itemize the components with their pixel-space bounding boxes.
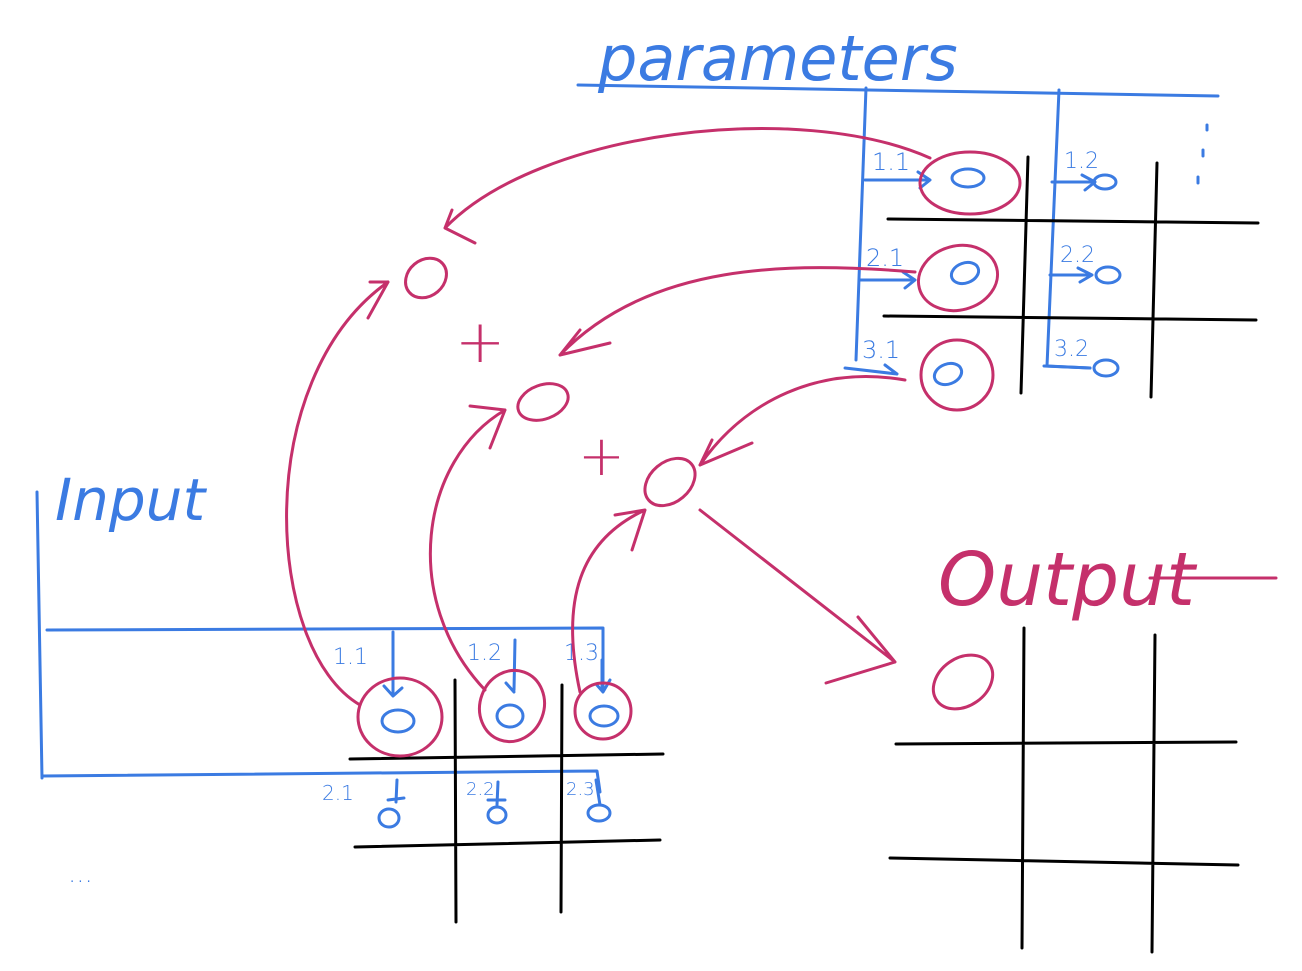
input-bracket-lines [35,490,605,794]
input-value-2-2 [486,805,508,825]
input-value-1-3 [588,704,620,728]
parameters-title: parameters [597,22,958,95]
param-highlight-1-1 [918,150,1022,216]
input-label-2-3: 2.3 [566,779,595,800]
input-label-2-2: 2.2 [466,779,495,800]
output-grid [888,626,1240,954]
input-highlight-1-1 [356,676,444,758]
param-label-1-2: 1.2 [1064,149,1099,174]
param-label-2-1: 2.1 [866,244,904,272]
param-label-2-2: 2.2 [1060,243,1095,268]
computation: + + [285,127,1022,758]
input-label-1-2: 1.2 [467,641,502,666]
input-title: Input [55,466,207,534]
plus-sign-2: + [578,424,625,489]
output-section: Output [888,537,1278,954]
param-value-1-1 [950,167,986,189]
input-value-1-2 [495,703,525,729]
input-label-2-1: 2.1 [322,781,354,805]
arrow-input-1-2 [428,404,507,692]
param-value-2-1 [949,260,981,286]
input-section: Input 1.1 1.2 1.3 2.1 2.2 2.3 ... [35,466,665,924]
parameters-grid [882,155,1260,399]
input-more-dots: ... [68,859,93,889]
param-label-3-2: 3.2 [1054,337,1089,362]
input-label-1-1: 1.1 [333,645,368,670]
parameters-more-dots [1196,123,1209,185]
input-grid [348,678,665,924]
arrow-param-1-1 [443,127,932,245]
arrow-input-1-3 [571,508,647,694]
input-value-2-3 [586,803,612,823]
arrow-to-output [698,508,897,685]
input-highlight-1-2 [478,668,546,744]
param-value-2-2 [1094,265,1122,285]
output-title: Output [938,537,1198,623]
param-highlight-2-1 [916,243,1000,313]
input-highlight-1-3 [573,681,633,741]
param-value-3-1 [932,361,964,387]
product-node-2 [516,382,570,422]
parameters-section: parameters 1.1 2.1 3.1 1.2 2.2 3.2 [576,22,1260,399]
arrow-param-3-1 [698,375,907,467]
param-highlight-3-1 [919,338,995,412]
parameters-bracket-lines [854,86,1092,370]
param-value-3-2 [1092,358,1120,378]
input-value-1-1 [380,708,416,734]
output-value [931,653,995,711]
arrow-param-2-1 [558,266,917,357]
parameters-underline [576,83,1220,98]
param-value-1-2 [1092,173,1118,191]
plus-sign-1: + [455,307,505,377]
input-arrows [382,630,612,807]
product-node-1 [404,256,448,300]
input-value-2-1 [377,807,401,829]
sum-node [643,456,697,508]
input-label-1-3: 1.3 [564,641,599,666]
arrow-input-1-1 [285,280,390,707]
param-label-3-1: 3.1 [862,336,900,364]
param-label-1-1: 1.1 [872,148,910,176]
